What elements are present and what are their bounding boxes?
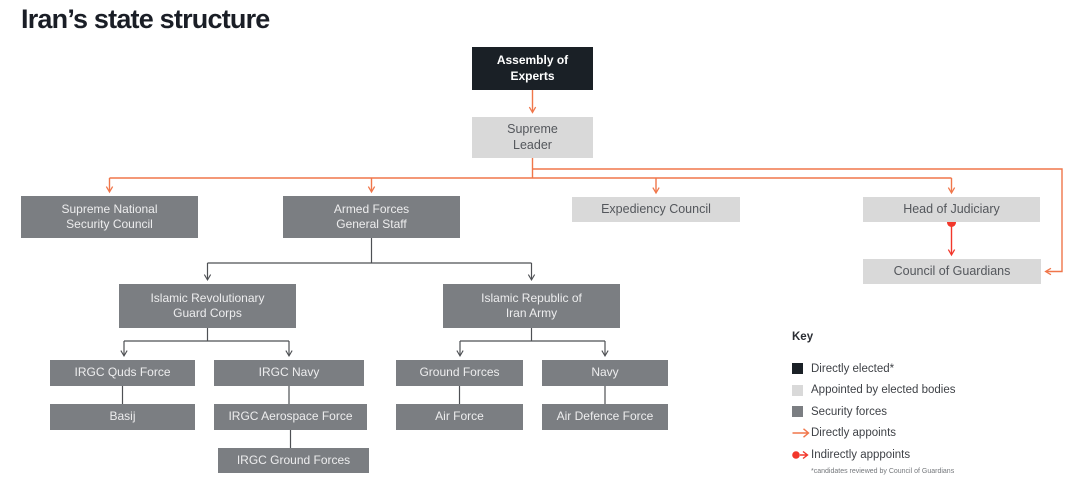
node-islamic-revolutionary-guard-corps: Islamic Revolutionary Guard Corps bbox=[119, 284, 296, 328]
directly-appoints-lines bbox=[105, 90, 1063, 276]
legend-item-security-forces: Security forces bbox=[792, 401, 1082, 423]
node-navy: Navy bbox=[542, 360, 668, 386]
legend-label: Appointed by elected bodies bbox=[811, 384, 956, 397]
node-supreme-leader: Supreme Leader bbox=[472, 117, 593, 158]
legend-title: Key bbox=[792, 331, 814, 343]
legend-item-directly-appoints: Directly appoints bbox=[792, 423, 1082, 445]
node-expediency-council: Expediency Council bbox=[572, 197, 740, 222]
node-irgc-ground-forces: IRGC Ground Forces bbox=[218, 448, 369, 473]
appointed-by-elected-bodies-swatch bbox=[792, 384, 803, 396]
legend-item-appointed-by-elected-bodies: Appointed by elected bodies bbox=[792, 380, 1082, 402]
indirectly-appoints-lines bbox=[947, 218, 956, 257]
node-assembly-of-experts: Assembly of Experts bbox=[472, 47, 593, 90]
node-basij: Basij bbox=[50, 404, 195, 430]
node-head-of-judiciary: Head of Judiciary bbox=[863, 197, 1040, 222]
legend-label: Security forces bbox=[811, 405, 888, 418]
directly-elected-swatch bbox=[792, 363, 803, 375]
node-irgc-quds-force: IRGC Quds Force bbox=[50, 360, 195, 386]
node-irgc-aerospace-force: IRGC Aerospace Force bbox=[214, 404, 367, 430]
node-council-of-guardians: Council of Guardians bbox=[863, 259, 1041, 284]
node-irgc-navy: IRGC Navy bbox=[214, 360, 364, 386]
legend-label: Indirectly apppoints bbox=[811, 448, 911, 461]
node-armed-forces-general-staff: Armed Forces General Staff bbox=[283, 196, 460, 238]
node-air-defence-force: Air Defence Force bbox=[542, 404, 668, 430]
indirectly-appoints-dot-arrow-icon bbox=[792, 450, 809, 459]
node-supreme-national-security-council: Supreme National Security Council bbox=[21, 196, 198, 238]
legend-item-indirectly-appoints: Indirectly apppoints bbox=[792, 444, 1082, 466]
hierarchy-lines bbox=[120, 238, 609, 448]
legend: Key Directly elected* Appointed by elect… bbox=[792, 331, 1082, 475]
legend-footnote: *candidates reviewed by Council of Guard… bbox=[811, 467, 955, 475]
legend-item-directly-elected: Directly elected* bbox=[792, 358, 1082, 380]
node-air-force: Air Force bbox=[396, 404, 523, 430]
legend-label: Directly appoints bbox=[811, 427, 897, 440]
security-forces-swatch bbox=[792, 406, 803, 418]
node-ground-forces: Ground Forces bbox=[396, 360, 523, 386]
node-islamic-republic-of-iran-army: Islamic Republic of Iran Army bbox=[443, 284, 620, 328]
directly-appoints-arrow-icon bbox=[792, 428, 810, 438]
legend-label: Directly elected* bbox=[811, 362, 895, 375]
page-title: Iran’s state structure bbox=[21, 4, 270, 34]
